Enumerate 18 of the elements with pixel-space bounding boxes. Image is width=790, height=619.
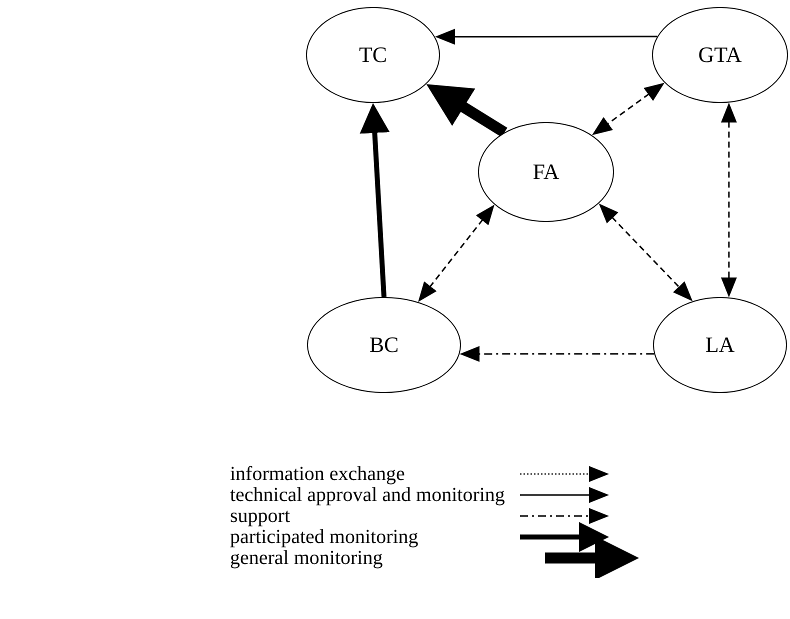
node-label: GTA bbox=[698, 44, 742, 66]
node-label: FA bbox=[532, 161, 560, 183]
legend-label: support bbox=[230, 504, 290, 528]
node-label: LA bbox=[705, 334, 735, 356]
legend-label: general monitoring bbox=[230, 547, 383, 570]
arrow bbox=[720, 102, 737, 298]
legend-label: participated monitoring bbox=[230, 526, 418, 549]
node-label: TC bbox=[358, 44, 388, 66]
arrow bbox=[360, 103, 390, 298]
legend-label: technical approval and monitoring bbox=[230, 484, 505, 507]
legend-label: information exchange bbox=[230, 462, 405, 486]
node-label: BC bbox=[369, 334, 399, 356]
arrow bbox=[460, 346, 654, 362]
arrow bbox=[418, 204, 494, 302]
arrow bbox=[592, 82, 664, 136]
arrow bbox=[598, 204, 693, 302]
arrow bbox=[434, 28, 658, 45]
arrow bbox=[426, 84, 508, 138]
